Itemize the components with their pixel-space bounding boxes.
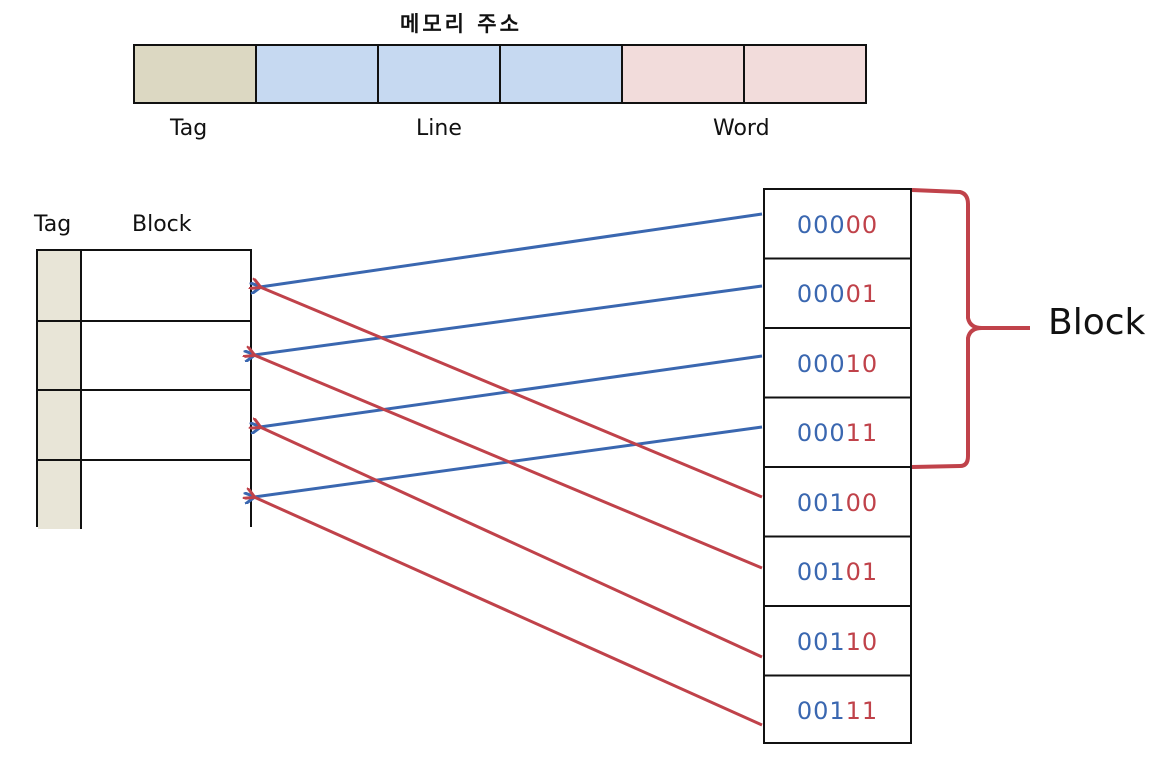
memory-address-title: 메모리 주소: [400, 12, 522, 36]
red-mapping-arrow: [260, 287, 763, 499]
cache-divider: [38, 389, 250, 391]
cache-line: [38, 320, 250, 390]
cache-line: [38, 390, 250, 460]
cache-line: [38, 251, 250, 321]
cache-tag-cell: [38, 251, 82, 321]
word-field-label: Word: [713, 116, 770, 141]
red-mapping-arrow: [260, 427, 763, 659]
cache-block-cell: [82, 459, 250, 529]
cache-block-cell: [82, 390, 250, 460]
tag-field-label: Tag: [170, 116, 208, 141]
red-mapping-arrow: [254, 497, 763, 727]
line-field-segment: [379, 46, 501, 102]
blue-mapping-arrow: [254, 284, 763, 355]
word-field-segment: [623, 46, 745, 102]
cache-tag-cell: [38, 390, 82, 460]
blue-mapping-arrow: [260, 212, 763, 287]
cache-tag-cell: [38, 459, 82, 529]
cache-block-cell: [82, 251, 250, 321]
block-brace-label: Block: [1048, 302, 1146, 343]
cache-tag-header: Tag: [34, 212, 72, 237]
cache-tag-cell: [38, 320, 82, 390]
word-field-segment: [745, 46, 865, 102]
red-mapping-arrow: [254, 355, 763, 570]
tag-field-segment: [135, 46, 257, 102]
line-field-segment: [257, 46, 379, 102]
cache-divider: [38, 319, 250, 322]
line-field-segment: [501, 46, 623, 102]
block-brace: [911, 188, 1030, 469]
cache-table: [36, 249, 252, 529]
cache-block-header: Block: [132, 212, 192, 237]
cache-divider: [38, 458, 250, 461]
cache-block-cell: [82, 320, 250, 390]
line-field-label: Line: [416, 116, 462, 141]
address-field-bar: [133, 44, 867, 104]
cache-line: [38, 459, 250, 529]
memory-row-dividers: [764, 257, 911, 677]
